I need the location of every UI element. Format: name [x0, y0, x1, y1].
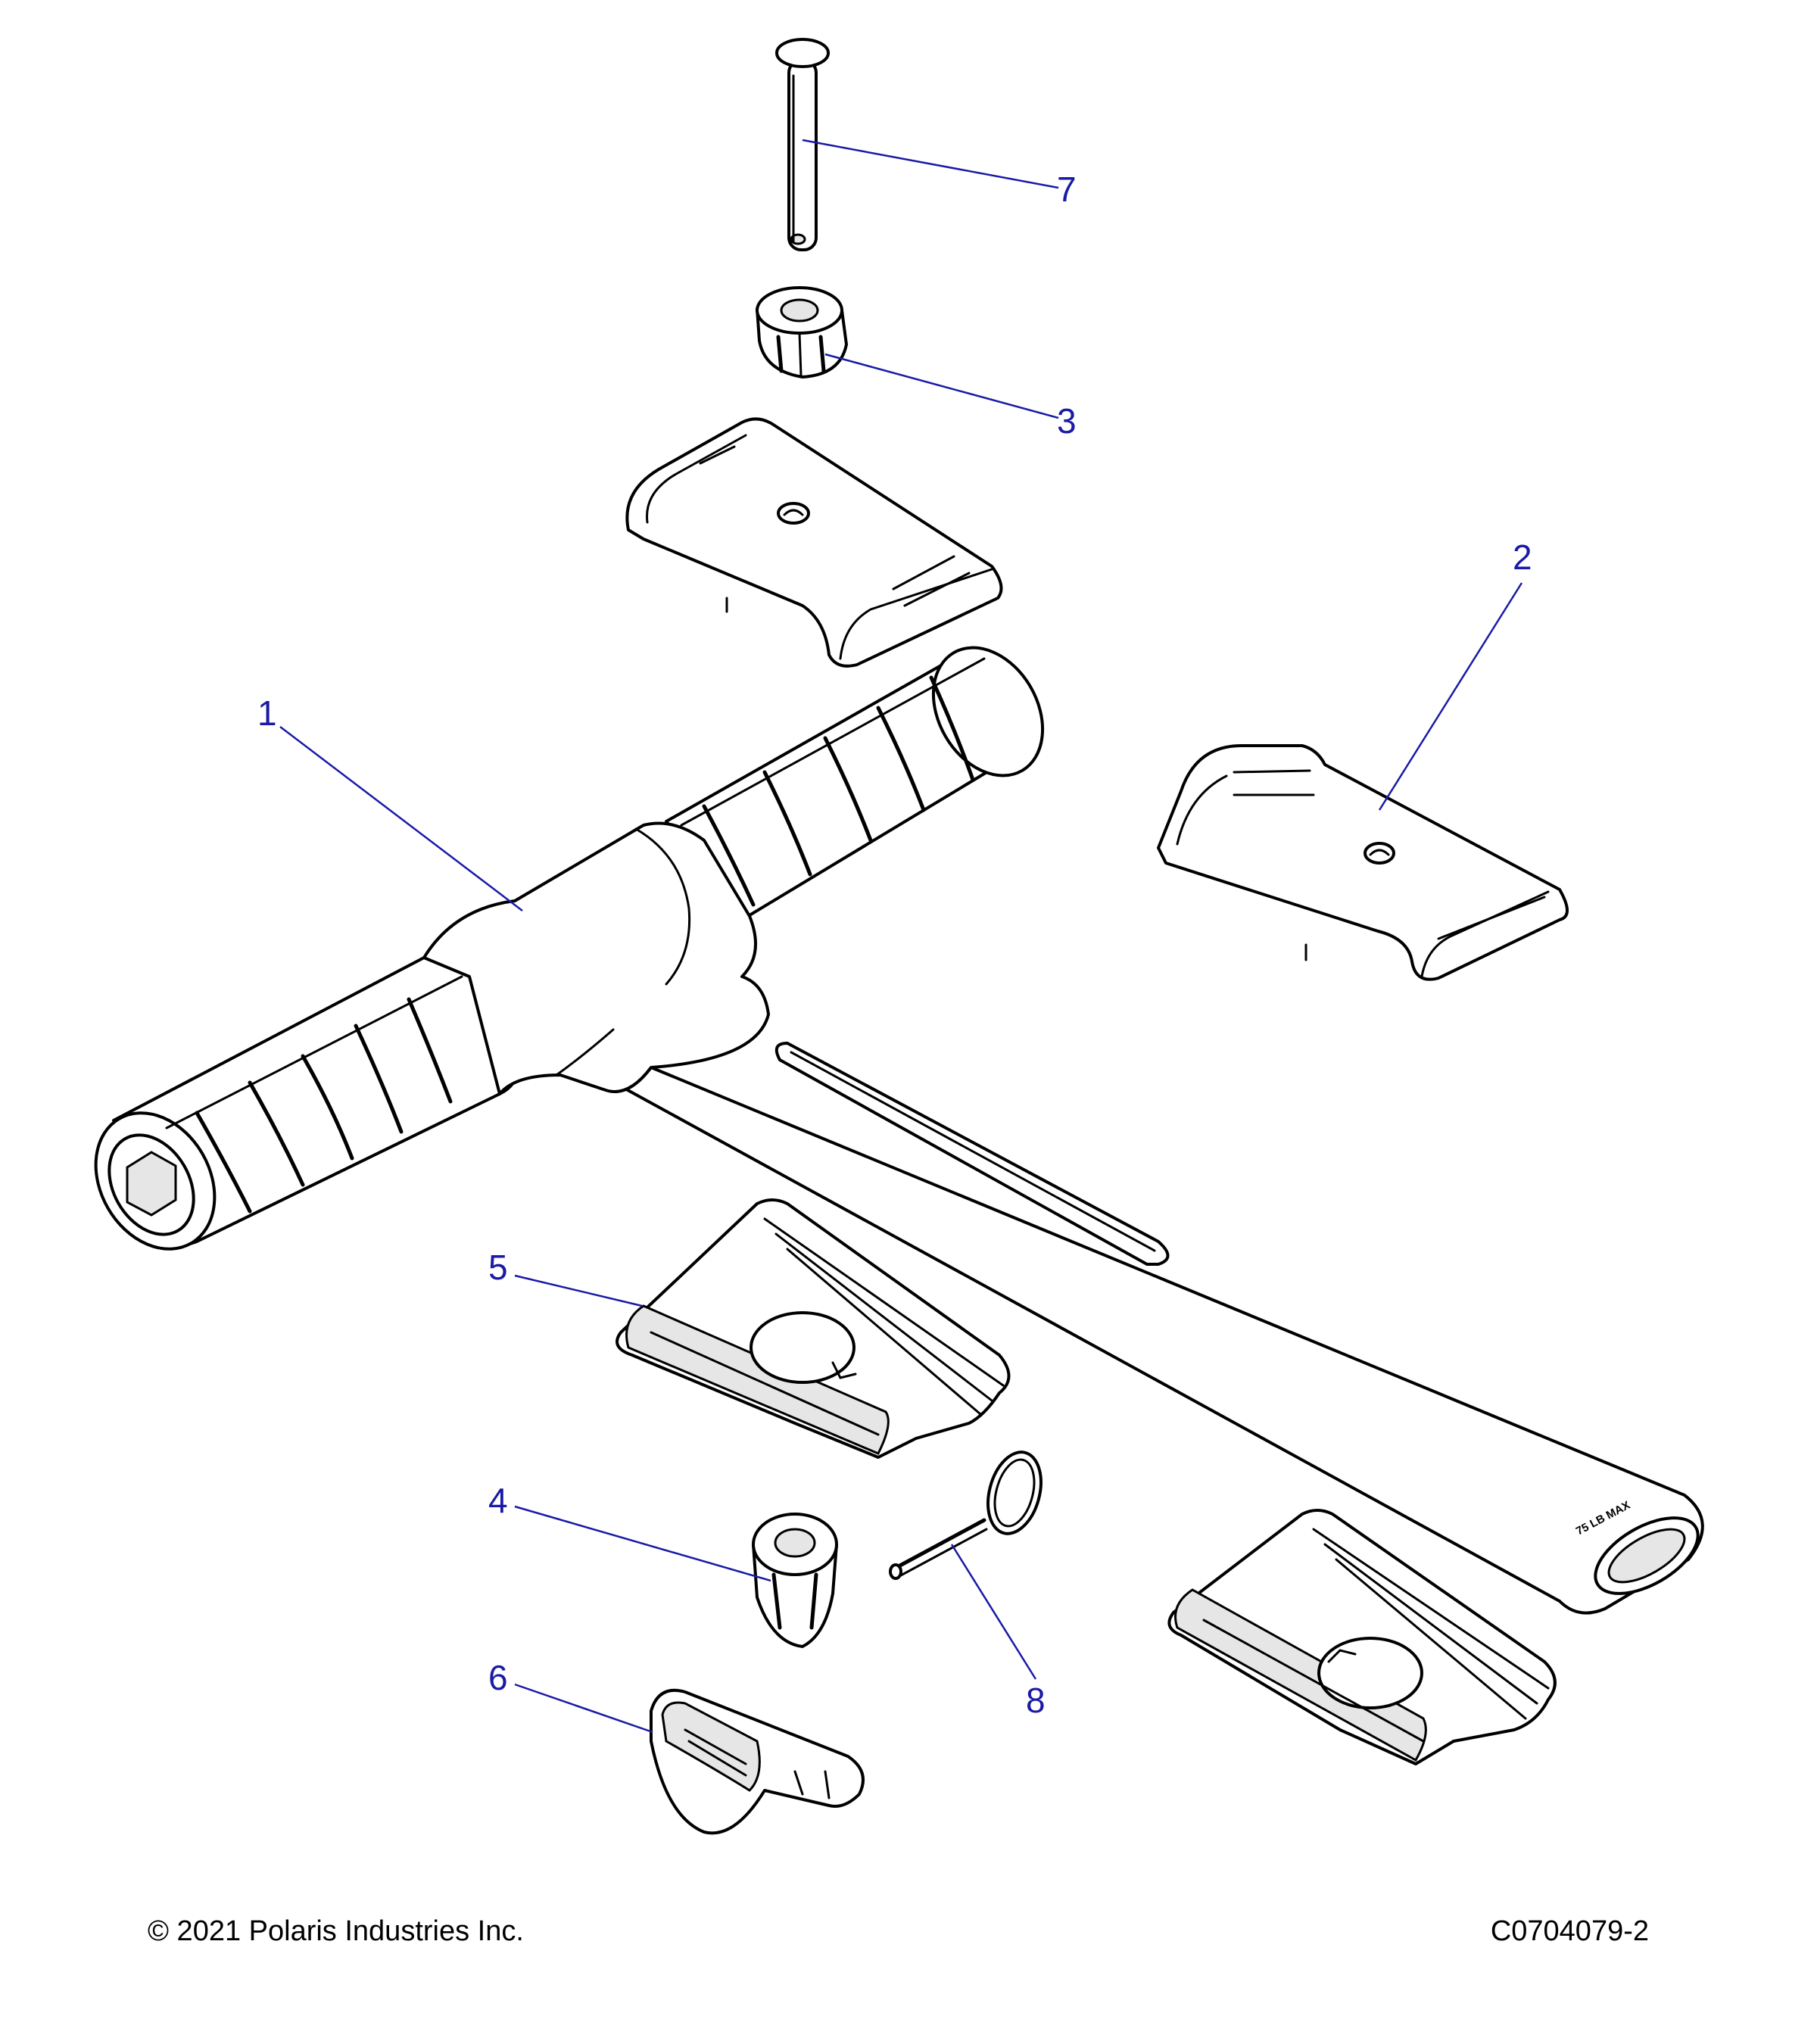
callout-5: 5	[488, 1248, 508, 1287]
bottom-bracket	[616, 1198, 1011, 1459]
upper-cover	[625, 417, 1003, 668]
callout-8: 8	[1026, 1681, 1046, 1720]
leader-lines	[279, 139, 1523, 1734]
callout-2: 2	[1513, 537, 1532, 577]
callout-6: 6	[488, 1658, 508, 1697]
latch-knob	[752, 1513, 838, 1648]
cover-part-2	[1157, 744, 1569, 981]
callout-1: 1	[257, 693, 277, 733]
clevis-pin	[775, 38, 830, 251]
lower-bracket	[1167, 1509, 1557, 1765]
callout-3: 3	[1057, 401, 1077, 441]
ring-pin	[889, 1450, 1043, 1580]
latch-clip	[650, 1688, 865, 1835]
callout-7: 7	[1057, 170, 1077, 209]
t-handle: 75 LB MAX	[94, 646, 1704, 1615]
copyright-notice: © 2021 Polaris Industries Inc.	[148, 1915, 524, 1947]
drawing-number: C0704079-2	[1490, 1915, 1649, 1947]
callout-4: 4	[488, 1481, 508, 1520]
knob-nut	[756, 286, 848, 379]
